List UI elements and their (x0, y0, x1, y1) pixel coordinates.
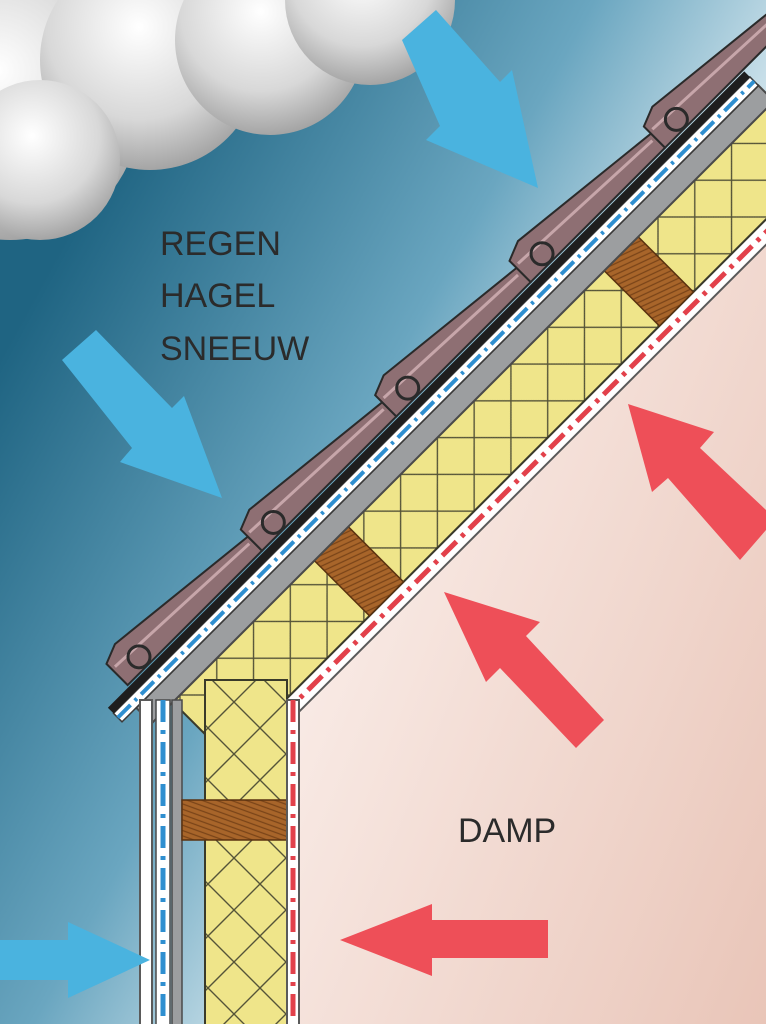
arrow-icon (0, 922, 150, 998)
wall-sheathing (171, 699, 183, 1024)
wall-section (139, 679, 300, 1024)
outside-label-line1: REGEN (160, 225, 281, 263)
arrow-icon (340, 904, 548, 976)
roof-tiles (105, 0, 766, 687)
arrow-icon (444, 592, 604, 748)
rain-arrows (0, 10, 538, 998)
arrow-icon (62, 330, 222, 498)
outside-label-line3: SNEEUW (160, 330, 309, 368)
cloud-icon (0, 0, 455, 240)
breather-membrane-dash (116, 79, 756, 720)
roof-section (105, 0, 766, 779)
vapour-arrows (340, 404, 766, 976)
wall-cladding (139, 699, 153, 1024)
inside-label: DAMP (458, 812, 556, 850)
counter-batten (107, 71, 750, 714)
wall-stud (181, 799, 288, 841)
arrow-icon (628, 404, 766, 560)
vapour-barrier (225, 160, 766, 773)
arrow-icon (402, 10, 538, 188)
outside-label-line2: HAGEL (160, 277, 275, 315)
